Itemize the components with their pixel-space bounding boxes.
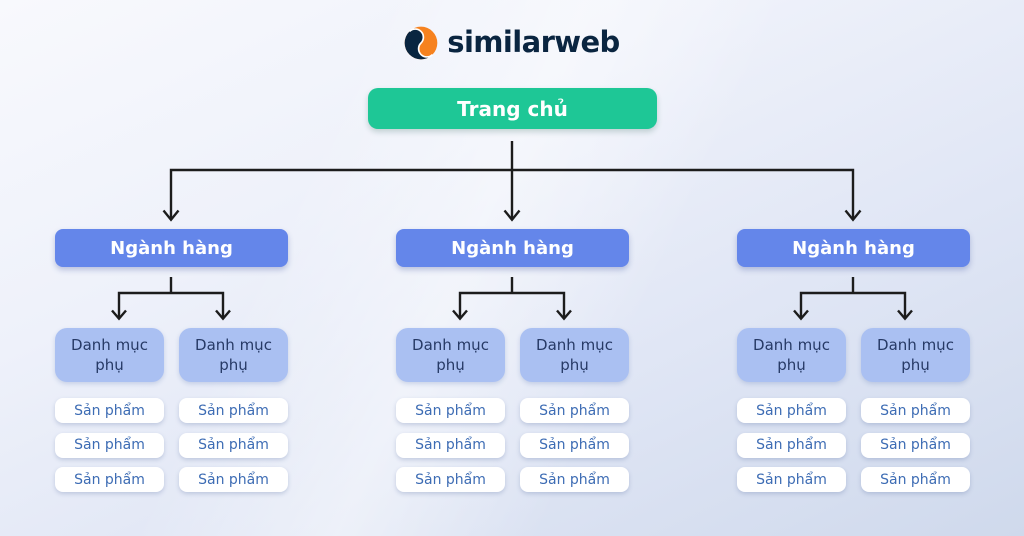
subcategory-column: Danh mục phụ Sản phẩm Sản phẩm Sản phẩm	[396, 328, 505, 502]
subcategory-node: Danh mục phụ	[55, 328, 164, 382]
subcategory-column: Danh mục phụ Sản phẩm Sản phẩm Sản phẩm	[520, 328, 629, 502]
subcategory-columns: Danh mục phụ Sản phẩm Sản phẩm Sản phẩm …	[55, 328, 288, 502]
subcategory-node: Danh mục phụ	[396, 328, 505, 382]
subcategory-column: Danh mục phụ Sản phẩm Sản phẩm Sản phẩm	[861, 328, 970, 502]
product-node: Sản phẩm	[861, 467, 970, 492]
product-node: Sản phẩm	[55, 467, 164, 492]
subcategory-node: Danh mục phụ	[179, 328, 288, 382]
home-node: Trang chủ	[368, 88, 657, 129]
similarweb-wordmark: similarweb	[447, 24, 620, 59]
product-node: Sản phẩm	[520, 432, 629, 458]
category-node: Ngành hàng	[396, 229, 629, 267]
product-node: Sản phẩm	[861, 432, 970, 458]
product-node: Sản phẩm	[396, 398, 505, 423]
product-node: Sản phẩm	[520, 467, 629, 492]
product-node: Sản phẩm	[179, 467, 288, 492]
product-node: Sản phẩm	[179, 432, 288, 458]
subcategory-node: Danh mục phụ	[737, 328, 846, 382]
product-node: Sản phẩm	[55, 398, 164, 423]
product-node: Sản phẩm	[520, 398, 629, 423]
product-node: Sản phẩm	[396, 467, 505, 492]
product-node: Sản phẩm	[55, 432, 164, 458]
product-node: Sản phẩm	[737, 432, 846, 458]
subcategory-column: Danh mục phụ Sản phẩm Sản phẩm Sản phẩm	[179, 328, 288, 502]
product-node: Sản phẩm	[861, 398, 970, 423]
subcategory-node: Danh mục phụ	[520, 328, 629, 382]
product-node: Sản phẩm	[737, 398, 846, 423]
similarweb-logo: similarweb	[0, 26, 1024, 60]
similarweb-swirl-icon	[404, 26, 438, 60]
category-group-3: Ngành hàng Danh mục phụ Sản phẩm Sản phẩ…	[737, 229, 970, 502]
category-group-1: Ngành hàng Danh mục phụ Sản phẩm Sản phẩ…	[55, 229, 288, 502]
category-group-2: Ngành hàng Danh mục phụ Sản phẩm Sản phẩ…	[396, 229, 629, 502]
subcategory-columns: Danh mục phụ Sản phẩm Sản phẩm Sản phẩm …	[396, 328, 629, 502]
level1-connector	[162, 141, 862, 222]
subcategory-columns: Danh mục phụ Sản phẩm Sản phẩm Sản phẩm …	[737, 328, 970, 502]
category-node: Ngành hàng	[55, 229, 288, 267]
subcategory-node: Danh mục phụ	[861, 328, 970, 382]
product-node: Sản phẩm	[179, 398, 288, 423]
subcategory-column: Danh mục phụ Sản phẩm Sản phẩm Sản phẩm	[55, 328, 164, 502]
product-node: Sản phẩm	[737, 467, 846, 492]
product-node: Sản phẩm	[396, 432, 505, 458]
category-node: Ngành hàng	[737, 229, 970, 267]
subcategory-column: Danh mục phụ Sản phẩm Sản phẩm Sản phẩm	[737, 328, 846, 502]
